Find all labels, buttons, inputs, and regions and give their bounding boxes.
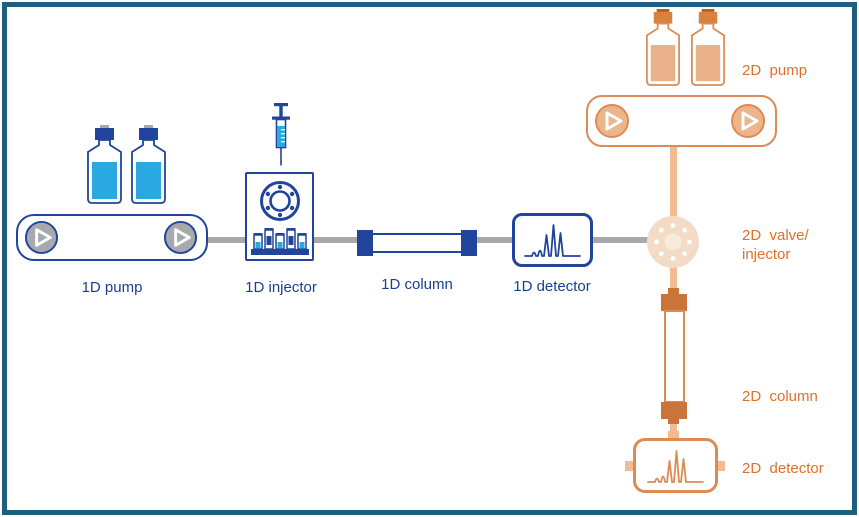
label-valve-2d: 2D valve/ injector — [742, 227, 809, 263]
detector-2d-tab-right — [716, 461, 725, 471]
injector-1d — [245, 172, 314, 261]
detector-1d — [512, 213, 593, 267]
tube-pump2-to-valve2 — [670, 145, 677, 220]
pump-1d — [16, 214, 208, 261]
label-detector-2d: 2D detector — [742, 460, 824, 477]
solvent-bottle-2d-b-icon — [691, 9, 725, 86]
play-icon — [731, 104, 765, 138]
column-2d-top-notch — [668, 288, 679, 295]
pump-2d — [586, 95, 777, 147]
label-pump-1d: 1D pump — [81, 279, 143, 296]
tube-valve2-to-column2 — [670, 264, 677, 298]
detector-2d — [633, 438, 718, 493]
column-2d-bottom-notch — [668, 418, 679, 424]
chromatogram-icon — [647, 450, 704, 483]
column-2d-cap-top — [661, 294, 687, 311]
label-column-1d: 1D column — [381, 276, 453, 293]
solvent-bottle-2d-a-icon — [646, 9, 680, 86]
play-icon — [24, 220, 59, 255]
column-1d-cap-left — [357, 230, 373, 256]
valve-icon — [654, 223, 692, 261]
column-1d-cap-right — [461, 230, 477, 256]
label-column-2d: 2D column — [742, 388, 818, 405]
tube-pump1-to-injector1 — [188, 237, 248, 243]
vial-rack-icon — [251, 228, 309, 255]
tube-detector1-to-valve2 — [591, 237, 651, 243]
syringe-icon — [272, 103, 290, 166]
label-injector-1d: 1D injector — [245, 279, 317, 296]
solvent-bottle-1d-b-icon — [131, 125, 166, 204]
valve-2d — [647, 216, 699, 268]
column-2d-cap-bottom — [661, 402, 687, 419]
tube-injector1-to-column1 — [312, 237, 360, 243]
label-detector-1d: 1D detector — [513, 278, 591, 295]
chromatogram-icon — [524, 224, 581, 257]
detector-2d-tab-top — [668, 431, 679, 439]
column-2d-body — [664, 310, 685, 403]
play-icon — [595, 104, 629, 138]
tube-column2-to-detector2 — [670, 416, 677, 442]
play-icon — [163, 220, 198, 255]
detector-2d-tab-left — [625, 461, 634, 471]
label-pump-2d: 2D pump — [742, 62, 808, 79]
valve-icon — [260, 181, 300, 221]
solvent-bottle-1d-a-icon — [87, 125, 122, 204]
tube-column1-to-detector1 — [475, 237, 515, 243]
column-1d-body — [371, 233, 463, 253]
